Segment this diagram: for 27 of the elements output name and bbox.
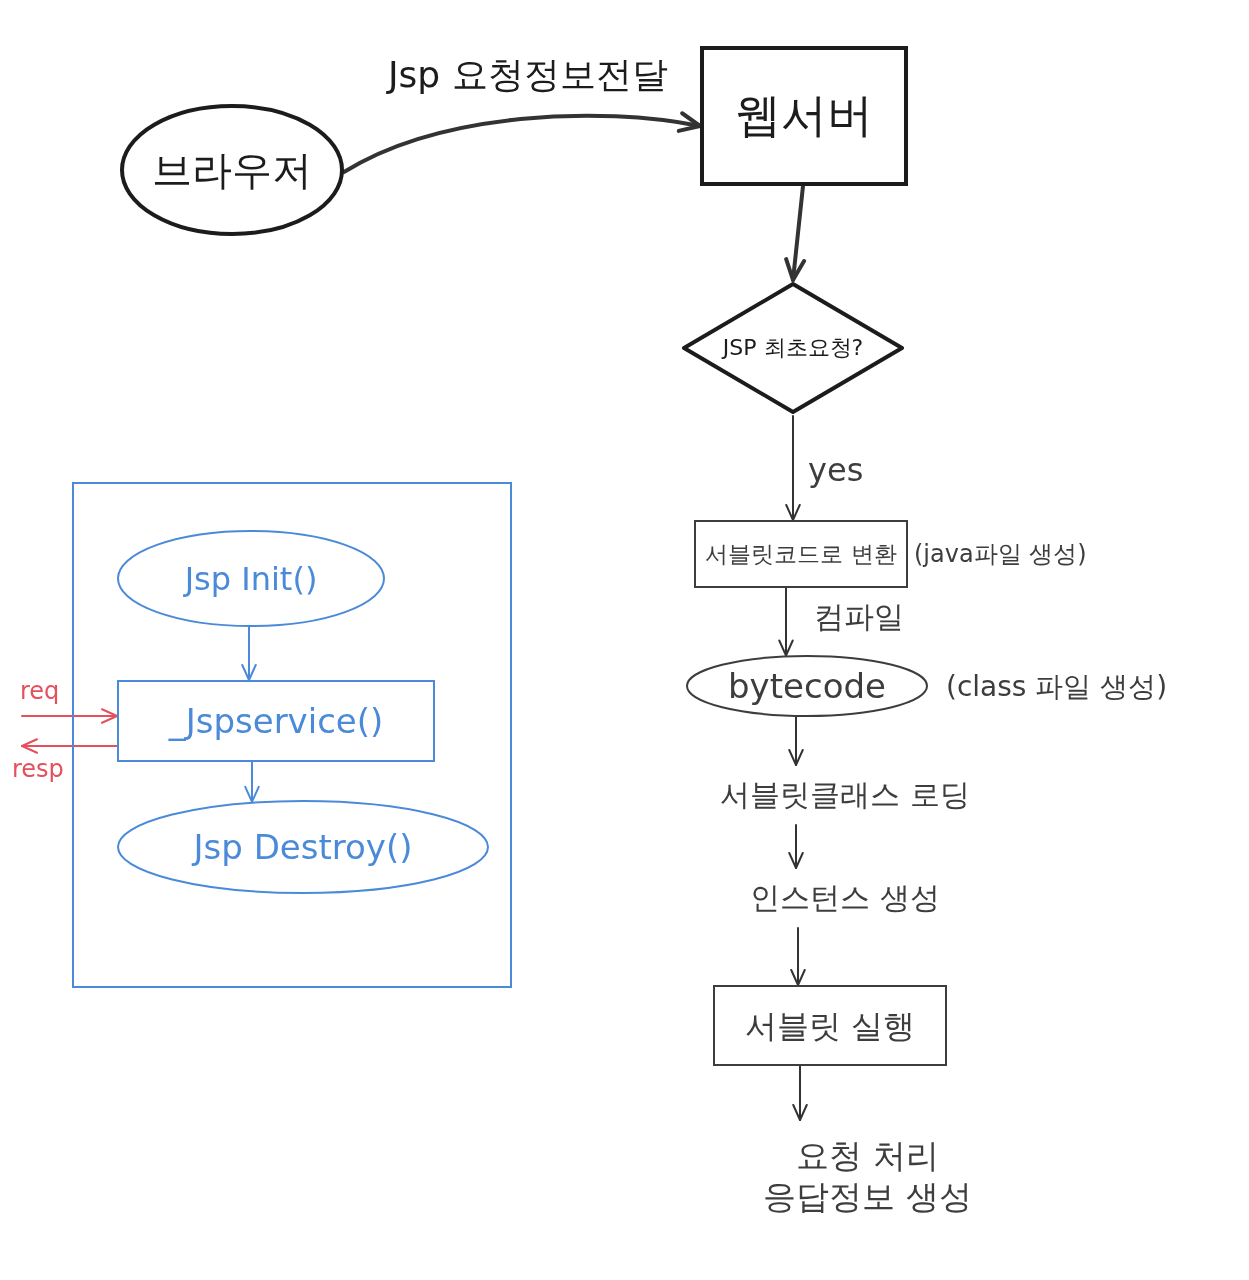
arrow (788, 715, 804, 766)
arrow (241, 626, 257, 681)
arrow (778, 587, 794, 657)
curved-arrow (341, 111, 702, 174)
process-box: 웹서버 (700, 46, 908, 186)
arrow (792, 1065, 808, 1121)
oval-node: 브라우저 (120, 104, 344, 236)
step-text: 요청 처리 응답정보 생성 (745, 1120, 990, 1232)
arrow (790, 927, 806, 986)
arrow (784, 184, 807, 282)
step-text: 인스턴스 생성 (735, 868, 955, 928)
process-box: _Jspservice() (117, 680, 435, 762)
note-text: (java파일 생성) (914, 539, 1087, 569)
oval-node: bytecode (686, 655, 928, 717)
note-text: (class 파일 생성) (946, 668, 1168, 704)
arrow (244, 761, 260, 803)
oval-node: Jsp Destroy() (117, 800, 489, 894)
arrow (785, 415, 801, 521)
process-box: 서블릿코드로 변환 (694, 520, 908, 588)
process-box: 서블릿 실행 (713, 985, 947, 1066)
arrow (788, 824, 804, 869)
arrow (21, 708, 118, 724)
oval-node: Jsp Init() (117, 530, 385, 627)
container-frame (72, 482, 512, 988)
decision-diamond: JSP 최초요청? (680, 280, 906, 416)
step-text: 서블릿클래스 로딩 (710, 765, 980, 825)
arrow (21, 738, 118, 754)
